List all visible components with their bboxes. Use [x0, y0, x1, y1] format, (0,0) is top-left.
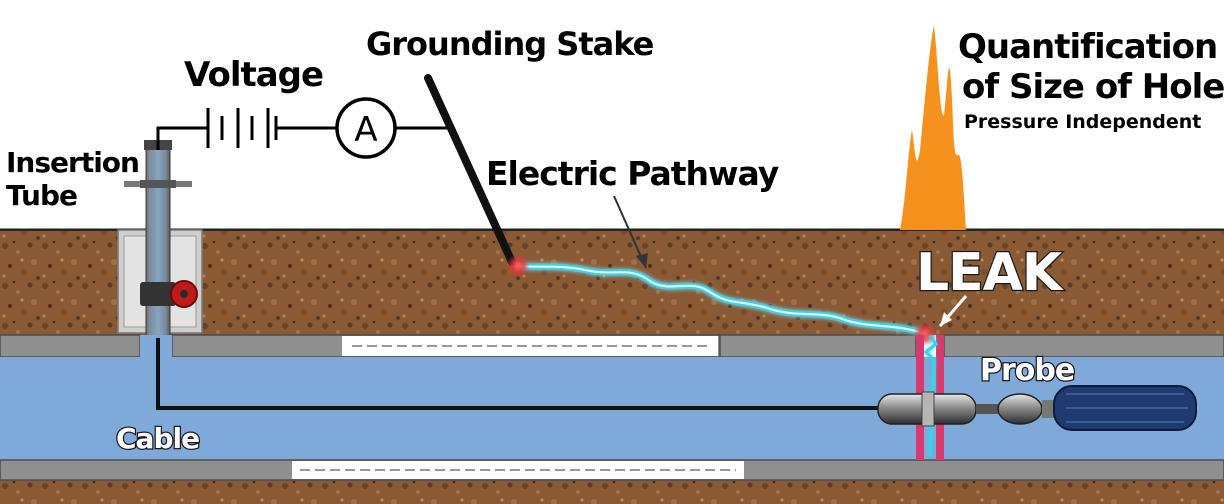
insertion-tube-label: Insertion Tube	[6, 146, 148, 212]
quantification-label-line2: of Size of Hole	[962, 67, 1224, 107]
grounding-stake-label: Grounding Stake	[366, 25, 654, 63]
pathway-pointer	[613, 195, 648, 269]
leak-label: LEAK	[916, 243, 1064, 303]
ammeter-symbol: A	[354, 110, 377, 150]
pressure-spike-graphic	[900, 26, 966, 230]
voltage-circuit	[156, 108, 447, 150]
voltage-label: Voltage	[184, 55, 323, 95]
cable-label: Cable	[116, 422, 199, 455]
pressure-independent-label: Pressure Independent	[964, 111, 1201, 133]
probe-label: Probe	[980, 353, 1074, 388]
soil-upper	[0, 231, 1224, 335]
ammeter-icon: A	[335, 97, 397, 159]
pipe-bottom-wall	[0, 459, 1224, 481]
grounding-stake	[424, 74, 516, 266]
quantification-label-line1: Quantification	[958, 27, 1217, 67]
insertion-tube-label-line2: Tube	[6, 179, 77, 212]
stake-contact-glow	[506, 254, 530, 278]
cable	[156, 338, 880, 410]
electric-pathway-arc	[515, 263, 928, 337]
insertion-tube-label-line1: Insertion	[6, 146, 139, 179]
leak-pointer	[938, 295, 968, 327]
probe	[877, 385, 1197, 431]
soil-lower	[0, 478, 1224, 504]
electric-pathway-label: Electric Pathway	[486, 154, 779, 193]
quantification-label: Quantification of Size of Hole	[958, 27, 1224, 107]
